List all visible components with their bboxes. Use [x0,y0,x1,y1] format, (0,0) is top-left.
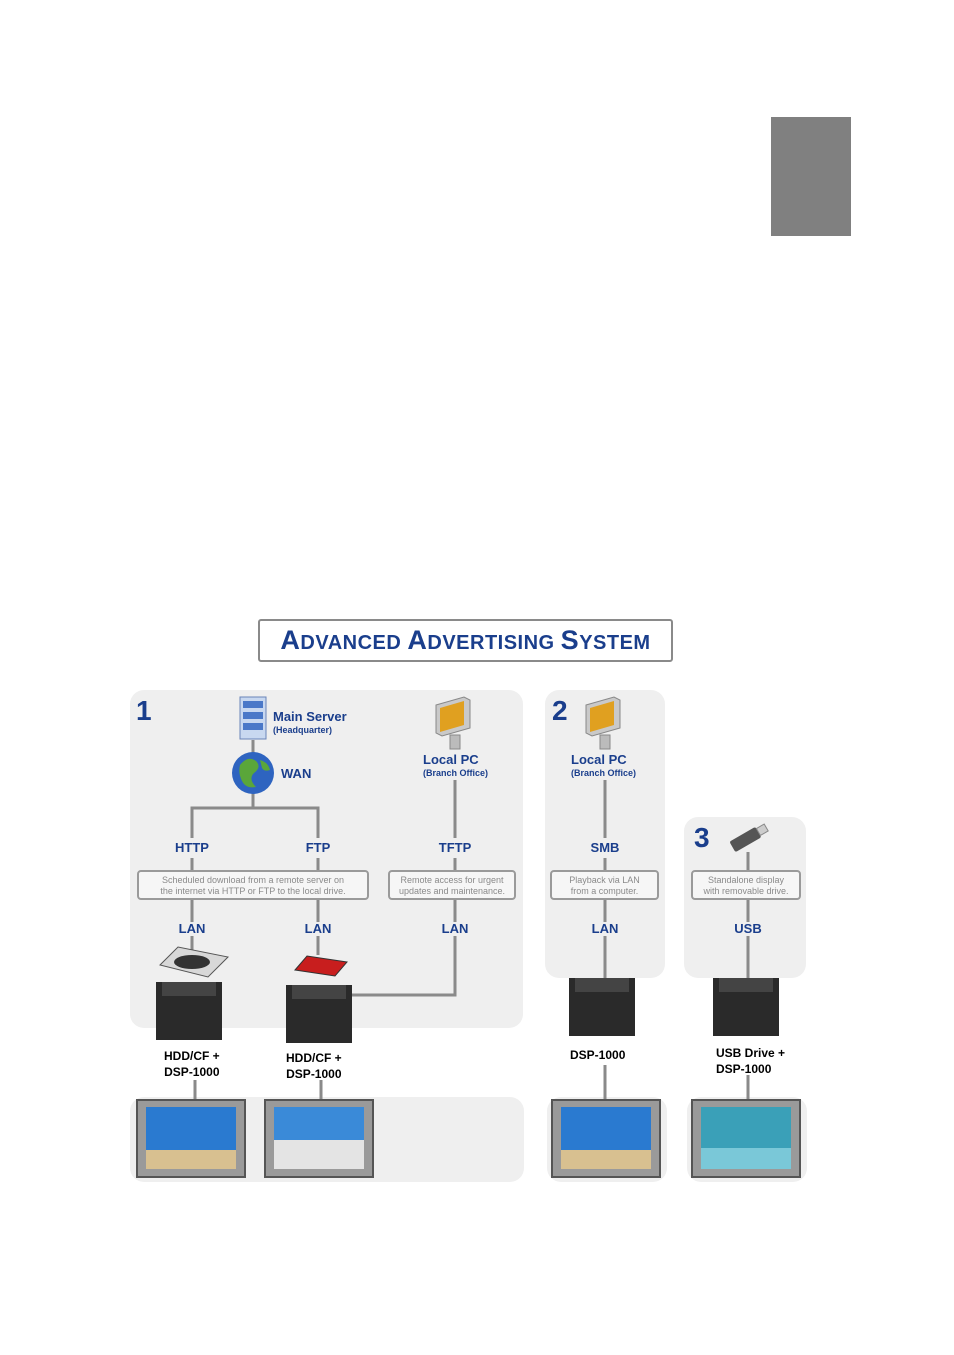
device-label: USB Drive +DSP-1000 [716,1046,786,1076]
display-screen [691,1099,801,1178]
display-screen [136,1099,246,1178]
ftp-label: FTP [305,840,331,855]
dsp-1000-box [569,978,635,1036]
lan-label: LAN [304,921,332,936]
download-description: Scheduled download from a remote server … [137,870,369,900]
dsp-1000-box [286,985,352,1043]
local-pc-icon [585,696,621,750]
chapter-tab [771,117,851,236]
headquarter-label: (Headquarter) [273,725,333,735]
display-screen [264,1099,374,1178]
local-pc-label: Local PC [423,752,479,767]
wan-label: WAN [281,766,312,781]
tftp-label: TFTP [438,840,472,855]
diagram-title: ADVANCED ADVERTISING SYSTEM [258,619,673,662]
http-label: HTTP [175,840,209,855]
branch-office-label: (Branch Office) [571,768,637,778]
lan-label: LAN [178,921,206,936]
dsp-1000-box [713,978,779,1036]
device-b-label: HDD/CF +DSP-1000 [286,1051,342,1081]
section-3-number: 3 [694,822,710,853]
device-label: DSP-1000 [570,1048,626,1062]
smb-label: SMB [590,840,620,855]
section-1-number: 1 [136,695,152,726]
usb-drive-icon [730,823,769,852]
display-screen [551,1099,661,1178]
lan-label: LAN [591,921,619,936]
branch-office-label: (Branch Office) [423,768,489,778]
server-icon [239,696,267,740]
compact-flash-icon [294,955,348,977]
section-2-number: 2 [552,695,568,726]
main-server-label: Main Server [273,709,347,724]
local-pc-label: Local PC [571,752,627,767]
globe-icon [232,752,274,794]
local-pc-icon [435,696,471,750]
dsp-1000-box [156,982,222,1040]
device-a-label: HDD/CF +DSP-1000 [164,1049,220,1079]
lan-label: LAN [441,921,469,936]
usb-label: USB [734,921,762,936]
hard-drive-icon [159,946,230,978]
